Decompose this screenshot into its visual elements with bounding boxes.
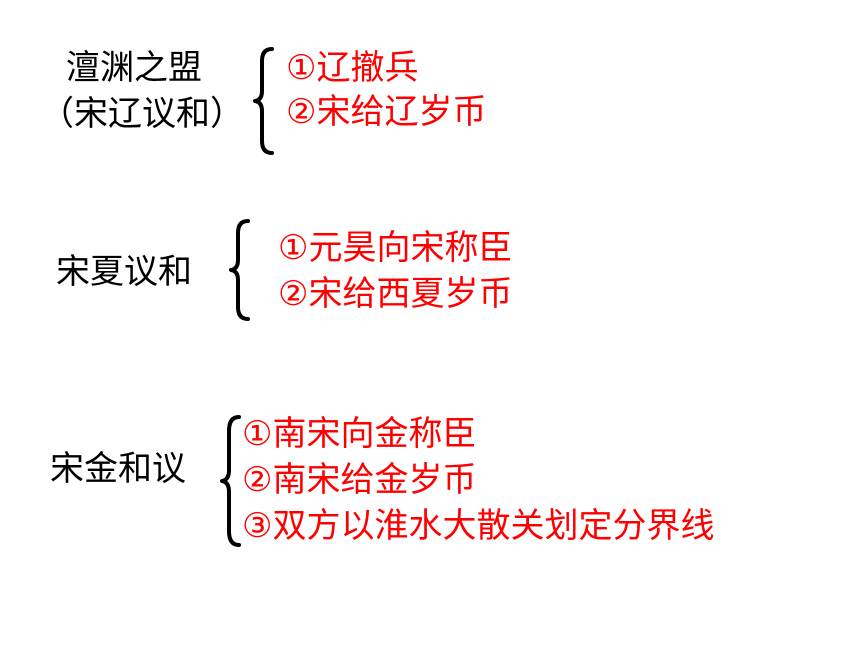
group-1-item-2: ②宋给辽岁币 [286,92,487,132]
group-2-brace [229,219,250,321]
group-2-item-1: ①元昊向宋称臣 [278,228,513,268]
group-3-brace [220,415,241,547]
group-3-item-2: ②南宋给金岁币 [242,460,477,500]
group-1-title: 澶渊之盟 [66,48,202,88]
group-1-item-1: ①辽撤兵 [286,48,419,88]
group-3-item-1: ①南宋向金称臣 [242,414,477,454]
group-2-title: 宋夏议和 [56,252,192,292]
group-1-subtitle: （宋辽议和） [40,94,244,134]
group-1-brace [253,47,274,155]
group-3-title: 宋金和议 [50,449,186,489]
group-2-item-2: ②宋给西夏岁币 [278,274,513,314]
group-3-item-3: ③双方以淮水大散关划定分界线 [242,506,715,546]
